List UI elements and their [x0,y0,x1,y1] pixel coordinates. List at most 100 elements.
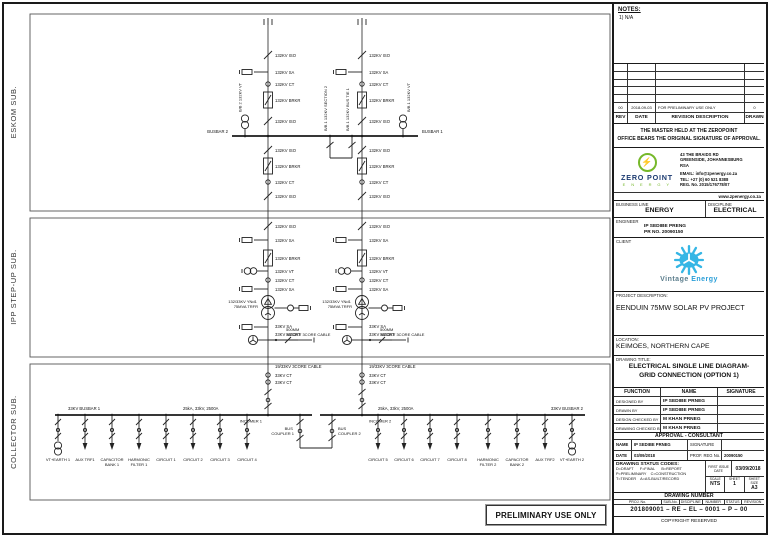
location-label: LOCATION: [616,337,639,342]
feeder-bay: CIRCUIT 1 [156,413,177,462]
mv-bus-rating-1: 25kA, 33kV, 2500A [183,406,219,411]
notes-title: NOTES: [618,7,641,13]
revision-header-row: REV DATE REVISION DESCRIPTION DRAWN [614,111,764,123]
feeder-label: VT+EARTH 2 [560,457,585,462]
business-line-value: ENERGY [645,207,674,214]
function-row: DESIGN CHECKED BY M KHAN PRNEG [614,414,764,423]
zeropoint-logo: ⚡ ZERO POINT E N E R G Y [614,148,680,192]
company-website: www.zpenergy.co.za [614,192,764,200]
feeder-label: CIRCUIT 3 [210,457,230,462]
function-row: DRAWING CHECKED BY M KHAN PRNEG [614,423,764,432]
company-subname: E N E R G Y [622,182,672,187]
revision-table: 00 2018-09-03 FOR PRELIMINARY USE ONLY 0… [614,64,764,124]
client-box: CLIENT Vintage Energy [614,238,764,292]
drawing-number-columns: PROJ. No. SUB-No. DISCIPLINE NUMBER STAT… [614,500,764,505]
company-name: ZERO POINT [621,173,673,182]
client-label: CLIENT [616,239,632,244]
client-name: Vintage Energy [660,276,718,283]
discipline-value: ELECTRICAL [713,207,757,214]
feeder-arrow [485,443,491,450]
business-line-label: BUSINESS LINE [616,202,649,207]
drawing-title: ELECTRICAL SINGLE LINE DIAGRAM- GRID CON… [628,363,750,379]
drawing-title-box: DRAWING TITLE: ELECTRICAL SINGLE LINE DI… [614,356,764,388]
sld-svg: 132KV ISO 132KV SA 132KV CT 132KV BRKR 1… [9,13,611,501]
feeder-arrow [454,443,460,450]
feeder-bay: AUX TRF2 [535,413,555,462]
preliminary-stamp: PRELIMINARY USE ONLY [486,505,606,525]
feeder-bay: VT+EARTH 2 [560,413,585,462]
drawing-number-header: DRAWING NUMBER [614,493,764,500]
first-issue: FIRST ISSUE DATE 03/09/2018 [706,461,764,477]
discipline-label: DISCIPLINE [708,202,732,207]
status-codes-box: DRAWING STATUS CODES: D=DRAFT F=FINAL B=… [614,461,764,493]
mv-busbar-2-label: 33KV BUSBAR 2 [551,406,584,411]
feeder-arrow [217,443,223,450]
feeder-label: CIRCUIT 1 [156,457,176,462]
feeder-arrow [244,443,250,450]
approval-header: APPROVAL - CONSULTANT [614,433,764,440]
eskom-sub-box [29,13,611,212]
svg-text:B/B 2 132KV VT: B/B 2 132KV VT [238,82,243,112]
function-row: DESIGNED BY IP SEDIBE PRNEG [614,396,764,405]
feeder-arrow [163,443,169,450]
mv-busbar-1-label: 33KV BUSBAR 1 [68,406,101,411]
approval-name-row: NAME IP SEDIBE PRNEG SIGNATURE [614,440,764,451]
incomer-1-label: INCOMER 1 [240,419,263,424]
feeder-label: CIRCUIT 2 [183,457,203,462]
mv-bus-coupler: BUS COUPLER 1 BUS COUPLER 2 [271,413,361,449]
location-value: KEIMOES, NORTHERN CAPE [616,343,710,350]
project-box: PROJECT DESCRIPTION: EENDUIN 75MW SOLAR … [614,292,764,336]
copyright-note: COPYRIGHT RESERVED [660,519,718,524]
approval-box: APPROVAL - CONSULTANT NAME IP SEDIBE PRN… [614,433,764,461]
section-label-eskom: ESKOM SUB. [9,86,18,139]
company-address: 43 THE BRAIDS RD GREENSIDE, JOHANNESBURG… [680,152,743,188]
ipp-sub-box [29,217,611,358]
bus-coupler-1-label: BUS COUPLER 1 [271,426,294,436]
drawing-number-value: 201809001 – RE – EL – 0001 – P – 00 [630,507,748,513]
feeder-label: AUX TRF1 [75,457,95,462]
section-label-ipp: IPP STEP-UP SUB. [9,249,18,325]
section-label-collector: COLLECTOR SUB. [9,395,18,469]
hv-busbar-2-label: BUSBAR 2 [207,129,228,134]
feeder-label: AUX TRF2 [535,457,555,462]
revision-row: 00 2018-09-03 FOR PRELIMINARY USE ONLY 0 [614,101,764,112]
stamp-text: PRELIMINARY USE ONLY [495,510,597,520]
collector-sub-box [29,363,611,501]
feeder-arrow [190,443,196,450]
project-label: PROJECT DESCRIPTION: [616,293,668,298]
svg-text:B/B 1 132KV BUS TIE 1: B/B 1 132KV BUS TIE 1 [345,87,350,131]
feeder-label: CIRCUIT 6 [394,457,414,462]
vt-symbol [53,441,63,450]
feeder-arrow [514,443,520,450]
project-value: EENDUIN 75MW SOLAR PV PROJECT [616,303,745,312]
note-line: 1) N/A [619,15,634,21]
notes-box: NOTES: 1) N/A [614,4,764,64]
drawing-number-box: DRAWING NUMBER PROJ. No. SUB-No. DISCIPL… [614,493,764,517]
function-table: FUNCTION NAME SIGNATURE DESIGNED BY IP S… [614,388,764,433]
feeder-arrow [82,443,88,450]
vintage-energy-logo-icon [673,244,705,276]
location-box: LOCATION: KEIMOES, NORTHERN CAPE [614,336,764,356]
feeder-bay: VT+EARTH 1 [46,413,71,462]
feeder-arrow [427,443,433,450]
feeder-label: CIRCUIT 7 [420,457,440,462]
svg-text:B/B 1 132KV VT: B/B 1 132KV VT [406,82,411,112]
feeder-label: VT+EARTH 1 [46,457,71,462]
feeder-bay: CIRCUIT 6 [394,413,415,462]
title-block: NOTES: 1) N/A 00 2018-09-03 FOR PRELIMIN… [612,4,764,533]
feeder-bay: CIRCUIT 3 [210,413,231,462]
drawing-title-label: DRAWING TITLE: [616,357,651,362]
hv-busbar-1-label: BUSBAR 1 [422,129,443,134]
function-row: DRAWN BY IP SEDIBE PRNEG [614,405,764,414]
business-discipline-row: BUSINESS LINE ENERGY DISCIPLINE ELECTRIC… [614,201,764,218]
